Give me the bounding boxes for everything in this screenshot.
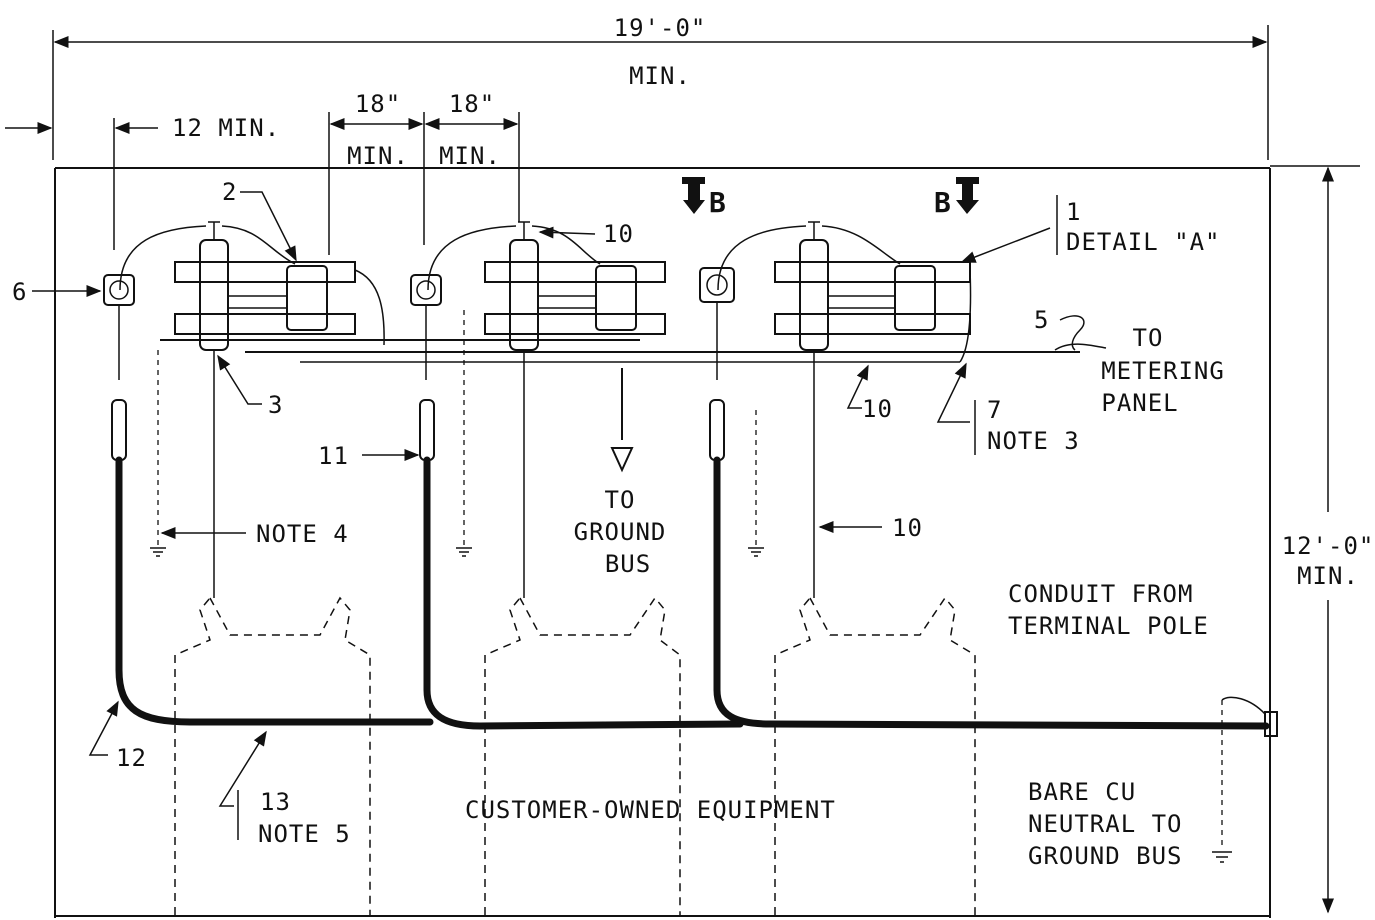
callout-5-number: 5 <box>1034 306 1049 334</box>
callout-13-note: NOTE 5 <box>258 820 351 848</box>
callout-1-number: 1 <box>1066 198 1081 226</box>
spacing-2-min: MIN. <box>439 142 501 170</box>
section-marker-left: B <box>682 177 727 219</box>
spacing-dimensions: 18" MIN. 18" MIN. <box>328 90 520 255</box>
overall-width-label: 19'-0" <box>614 14 707 42</box>
callout-6: 6 <box>12 278 102 306</box>
spacing-2-label: 18" <box>449 90 495 118</box>
callout-11: 11 <box>318 442 420 470</box>
callout-2: 2 <box>222 178 297 262</box>
customer-equipment-label: CUSTOMER-OWNED EQUIPMENT <box>465 796 836 824</box>
svg-text:NEUTRAL TO: NEUTRAL TO <box>1028 810 1183 838</box>
callout-12: 12 <box>88 700 147 772</box>
svg-text:METERING: METERING <box>1101 357 1225 385</box>
callout-1-text: DETAIL "A" <box>1066 228 1221 256</box>
svg-text:TO: TO <box>1133 324 1164 352</box>
callout-10-low: 10 <box>818 514 923 542</box>
callout-5: 5 <box>1034 306 1085 351</box>
primary-cables <box>115 456 1278 737</box>
ground-bus-label: TO GROUND BUS <box>574 486 667 578</box>
svg-text:TERMINAL POLE: TERMINAL POLE <box>1008 612 1209 640</box>
overall-width-dimension: 19'-0" MIN. <box>52 14 1269 160</box>
callout-7-note: NOTE 3 <box>987 427 1080 455</box>
metering-panel-label: TO METERING PANEL <box>1101 324 1225 417</box>
callout-3: 3 <box>217 354 283 419</box>
overall-width-min: MIN. <box>629 62 691 90</box>
callout-13-number: 13 <box>260 788 291 816</box>
spacing-1-min: MIN. <box>347 142 409 170</box>
section-marker-right: B <box>934 177 979 219</box>
callout-7: 7 NOTE 3 <box>936 362 1080 455</box>
svg-text:CONDUIT FROM: CONDUIT FROM <box>1008 580 1193 608</box>
spacing-1-label: 18" <box>355 90 401 118</box>
callout-7-number: 7 <box>987 396 1002 424</box>
left-clearance-label: 12 MIN. <box>172 114 280 142</box>
neutral-label: BARE CU NEUTRAL TO GROUND BUS <box>1028 778 1183 870</box>
svg-text:BARE CU: BARE CU <box>1028 778 1136 806</box>
callout-11-number: 11 <box>318 442 349 470</box>
customer-equipment <box>174 596 976 915</box>
section-marker-left-letter: B <box>709 186 727 219</box>
callout-13: 13 NOTE 5 <box>218 730 351 848</box>
height-label: 12'-0" <box>1282 532 1375 560</box>
callout-2-number: 2 <box>222 178 237 206</box>
vault-outline <box>54 167 1271 918</box>
secondary-bus <box>245 269 1107 363</box>
callout-10-mid-number: 10 <box>862 395 893 423</box>
switch-unit-1 <box>103 221 640 598</box>
callout-3-number: 3 <box>268 391 283 419</box>
height-min: MIN. <box>1297 562 1359 590</box>
callout-1: 1 DETAIL "A" <box>960 195 1221 263</box>
callout-10-mid: 10 <box>846 364 893 423</box>
svg-text:GROUND: GROUND <box>574 518 667 546</box>
section-marker-right-letter: B <box>934 186 952 219</box>
callout-10-top: 10 <box>538 220 634 248</box>
callout-10-top-number: 10 <box>603 220 634 248</box>
callout-12-number: 12 <box>116 744 147 772</box>
left-clearance-dimension: 12 MIN. <box>5 114 280 250</box>
note-4-label: NOTE 4 <box>256 520 349 548</box>
switch-unit-3 <box>699 221 971 598</box>
svg-text:BUS: BUS <box>605 550 651 578</box>
note-4-callout: NOTE 4 <box>160 520 349 548</box>
svg-text:GROUND BUS: GROUND BUS <box>1028 842 1183 870</box>
svg-text:TO: TO <box>605 486 636 514</box>
callout-6-number: 6 <box>12 278 27 306</box>
callout-10-low-number: 10 <box>892 514 923 542</box>
conduit-label: CONDUIT FROM TERMINAL POLE <box>1008 580 1209 640</box>
svg-text:PANEL: PANEL <box>1101 389 1178 417</box>
height-dimension: 12'-0" MIN. <box>1270 165 1375 914</box>
cable-terminators <box>111 399 725 461</box>
switch-unit-2 <box>410 221 666 598</box>
